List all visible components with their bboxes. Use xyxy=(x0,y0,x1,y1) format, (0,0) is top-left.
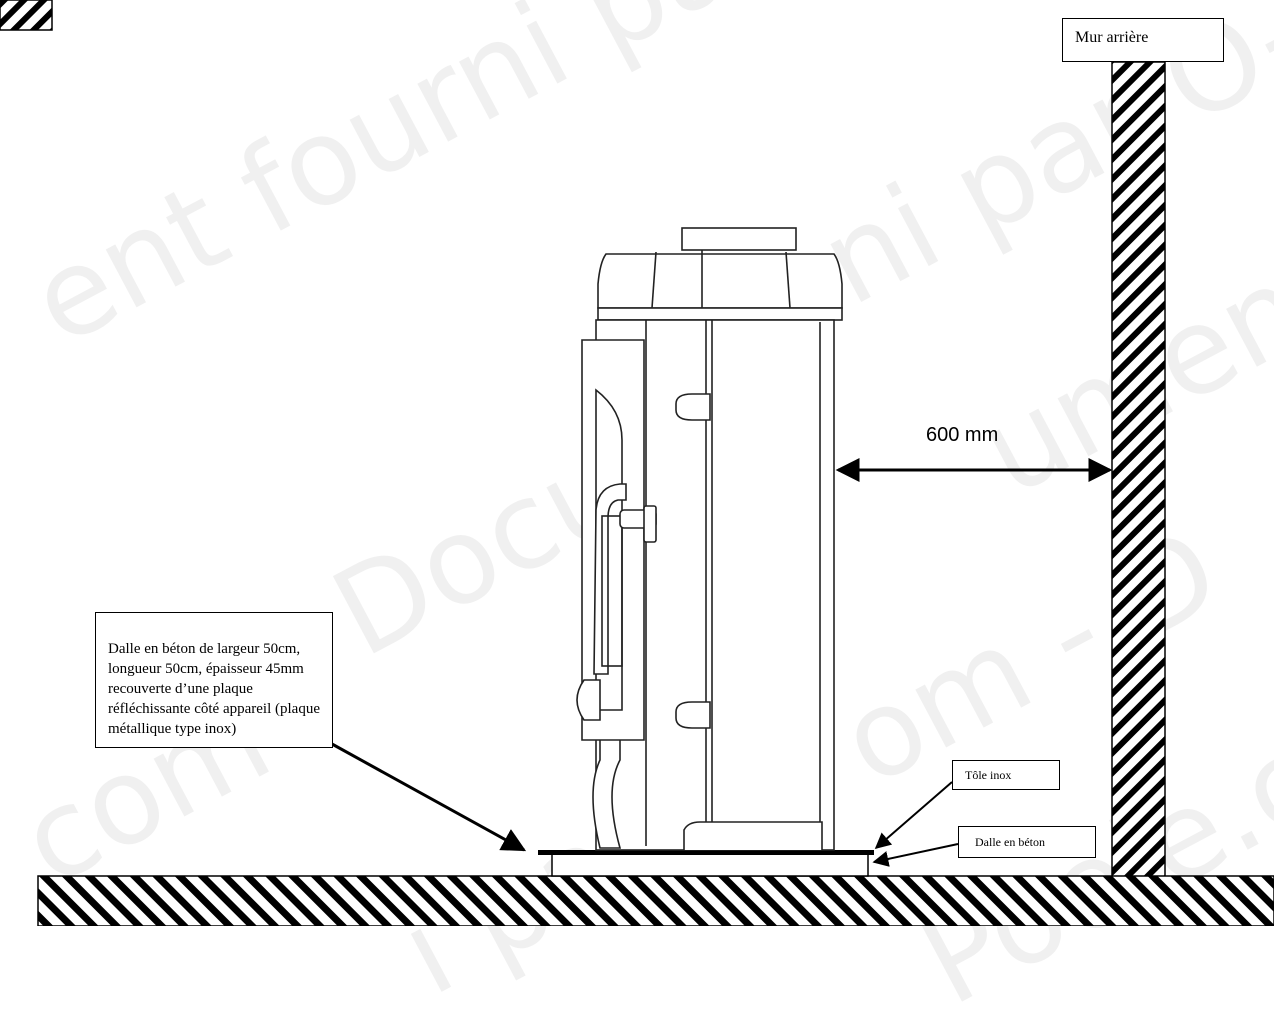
stove-door xyxy=(581,339,645,849)
lower-hinge xyxy=(675,701,711,729)
stainless-sheet xyxy=(538,850,874,855)
concrete-slab-label: Dalle en béton xyxy=(958,826,1096,858)
stainless-sheet-label: Tôle inox xyxy=(952,760,1060,790)
installation-diagram xyxy=(0,0,1274,926)
slab-description-label: Dalle en béton de largeur 50cm, longueur… xyxy=(95,612,333,748)
rear-wall-label-text: Mur arrière xyxy=(1075,29,1149,46)
rear-wall-label: Mur arrière xyxy=(1062,18,1224,62)
concrete-slab-label-text: Dalle en béton xyxy=(975,835,1045,849)
slab-description-text: Dalle en béton de largeur 50cm, longueur… xyxy=(108,641,320,737)
stove-top-cap xyxy=(597,253,843,309)
flue-outlet xyxy=(681,227,797,251)
rear-wall xyxy=(1111,61,1166,879)
stainless-sheet-label-text: Tôle inox xyxy=(965,768,1012,782)
clearance-dimension-label: 600 mm xyxy=(926,424,999,446)
hatch-legend-sample xyxy=(0,0,53,31)
concrete-slab-leader xyxy=(872,843,959,867)
floor xyxy=(37,875,1274,926)
concrete-slab xyxy=(551,853,869,877)
stove xyxy=(576,227,843,851)
upper-hinge xyxy=(675,393,711,421)
slab-description-leader xyxy=(331,742,527,852)
stainless-sheet-leader xyxy=(874,781,953,850)
